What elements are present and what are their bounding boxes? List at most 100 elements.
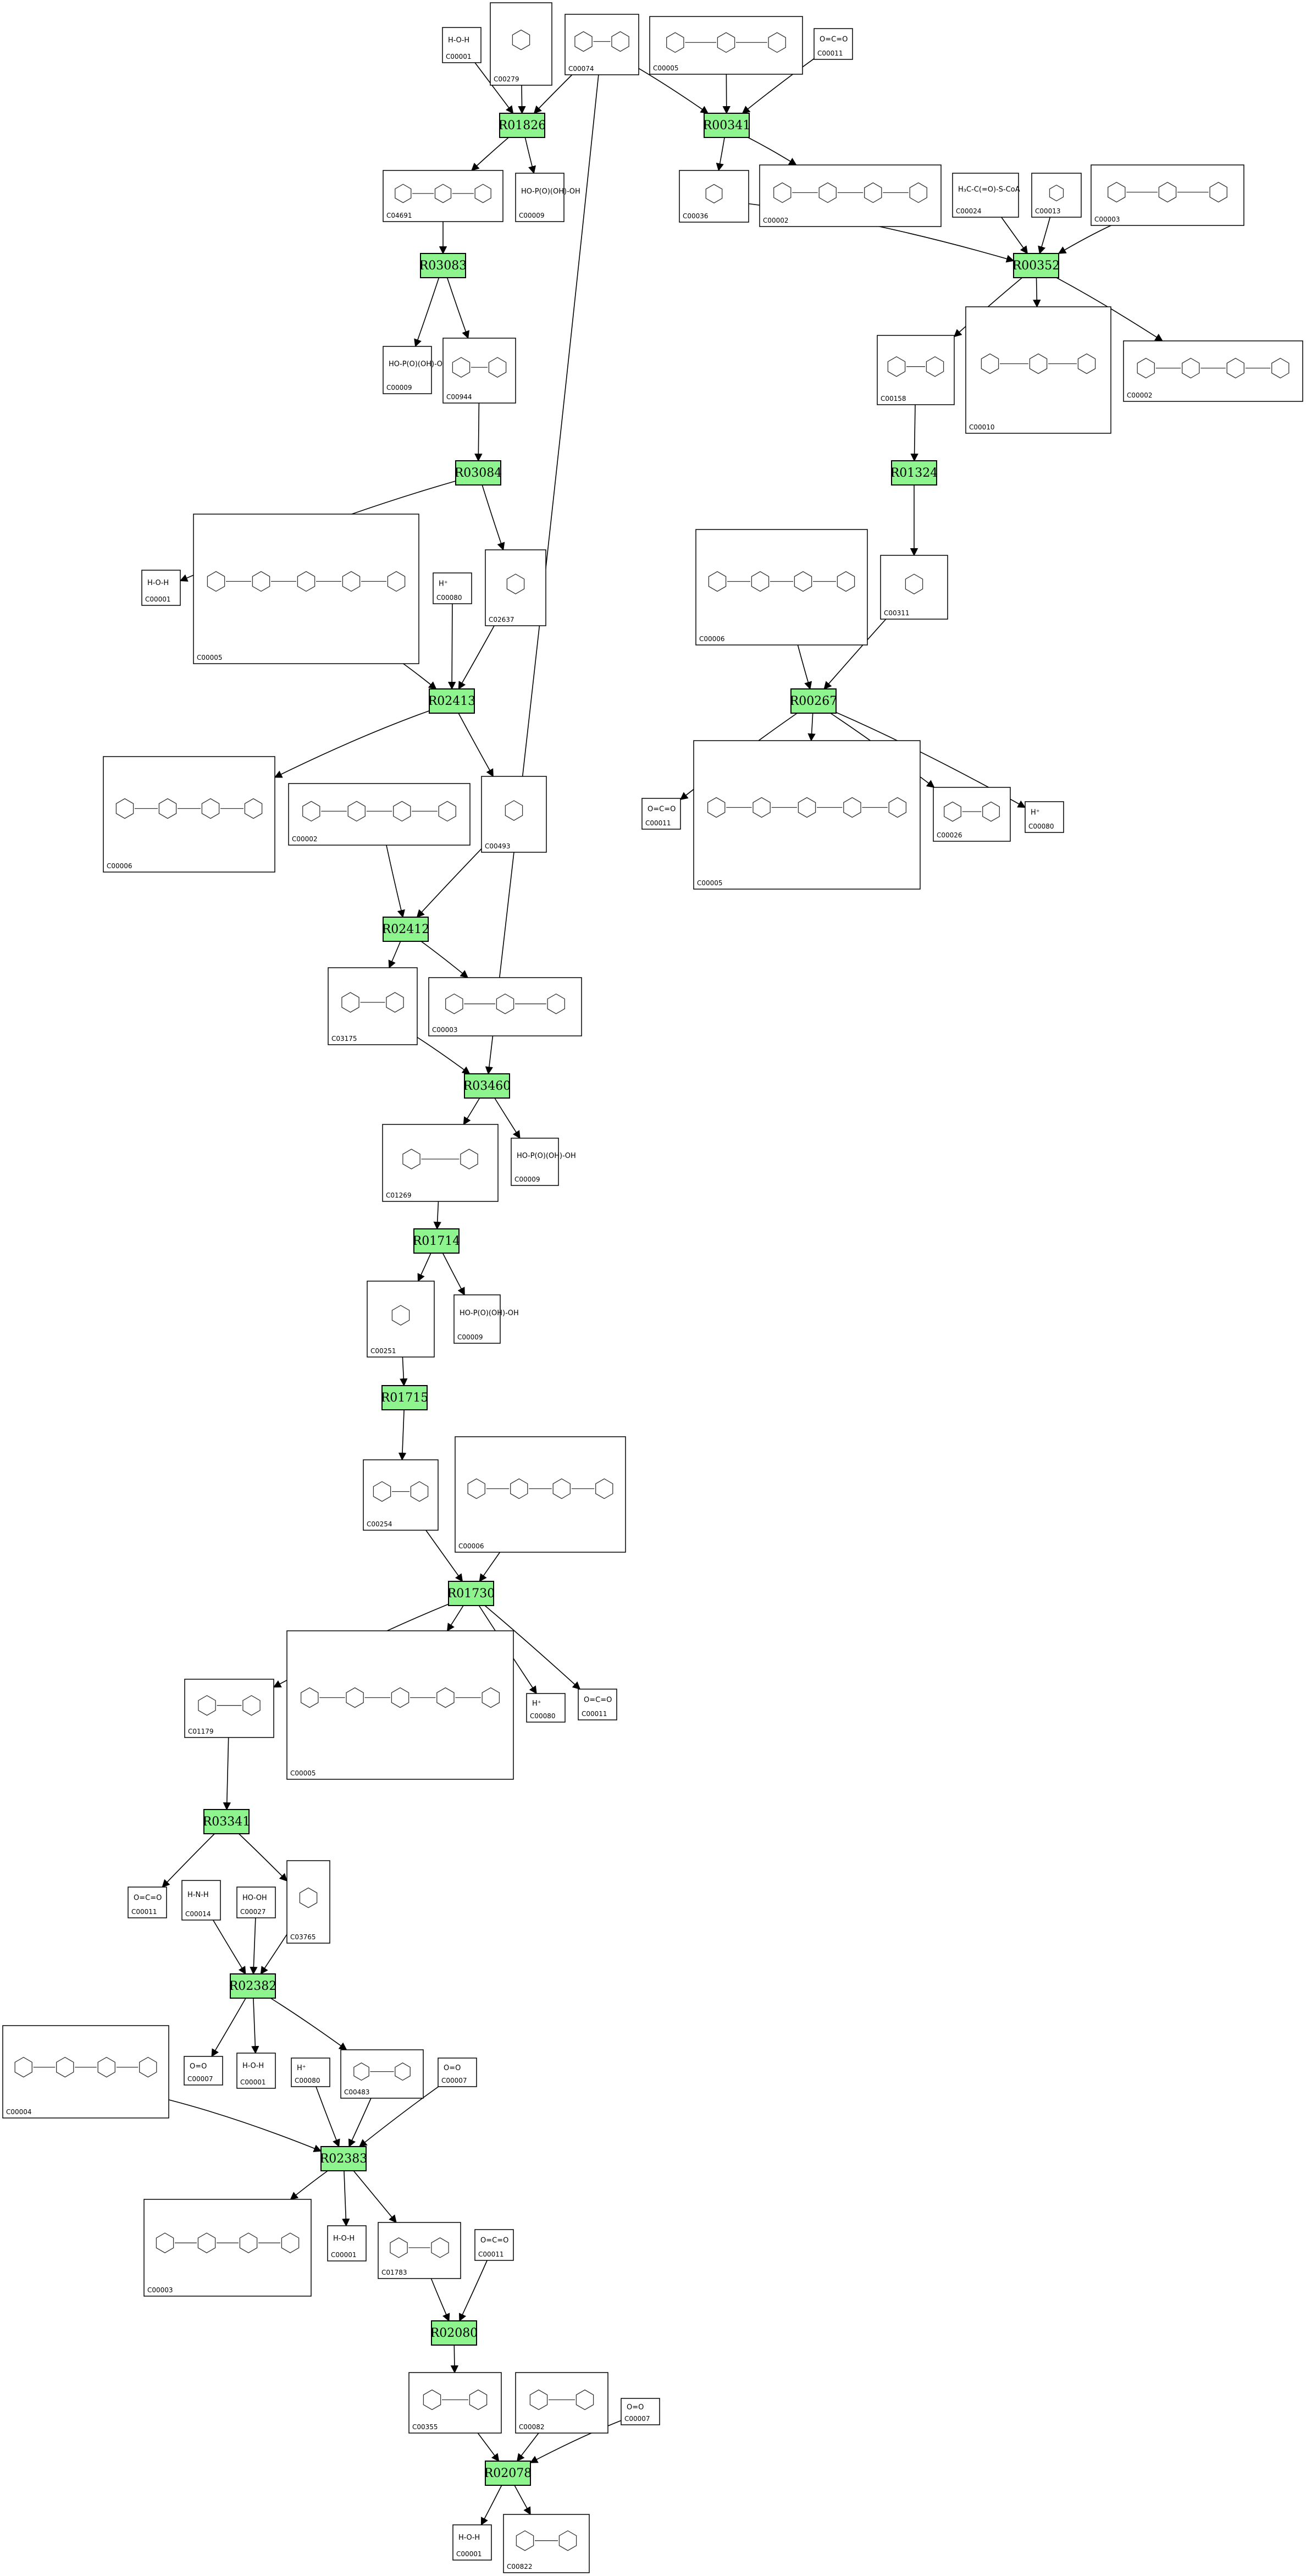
reaction-node[interactable]: R02382 (229, 1973, 277, 1999)
compound-node[interactable]: C00002 (759, 164, 942, 227)
compound-node[interactable]: C00254 (363, 1459, 439, 1531)
ring-glyph (300, 1687, 319, 1708)
compound-node[interactable]: C00493 (481, 776, 547, 853)
compound-node[interactable]: C00003 (428, 977, 582, 1036)
compound-label: C01179 (188, 1728, 214, 1735)
reaction-node[interactable]: R02413 (428, 688, 476, 714)
compound-node[interactable]: C00003 (143, 2199, 312, 2297)
compound-node[interactable]: C00311 (880, 555, 948, 620)
compound-node[interactable]: H⁺C00080 (291, 2058, 330, 2087)
ring-glyph (558, 2530, 577, 2551)
reaction-node[interactable]: R00352 (1012, 253, 1060, 278)
compound-node[interactable]: H⁺C00080 (526, 1693, 566, 1723)
reaction-node[interactable]: R03341 (203, 1809, 251, 1834)
compound-node[interactable]: C00003 (1091, 164, 1244, 226)
compound-box (143, 2199, 312, 2297)
reaction-edge (479, 1552, 501, 1582)
compound-node[interactable]: C00010 (965, 306, 1111, 434)
reaction-node[interactable]: R01730 (447, 1581, 495, 1606)
compound-node[interactable]: C00036 (679, 170, 749, 223)
compound-box (526, 1693, 566, 1723)
reaction-node[interactable]: R02412 (382, 917, 430, 942)
compound-node[interactable]: C04691 (383, 170, 503, 222)
compound-node[interactable]: C03175 (328, 967, 418, 1045)
compound-node[interactable]: C00005 (286, 1630, 514, 1780)
compound-node[interactable]: C00251 (367, 1281, 435, 1358)
reaction-node[interactable]: R02078 (484, 2461, 532, 2486)
reaction-node[interactable]: R02080 (430, 2320, 478, 2346)
ring-glyph (373, 1481, 391, 1502)
reaction-node[interactable]: R00267 (790, 688, 838, 714)
compound-node[interactable]: C01179 (184, 1679, 274, 1738)
reaction-node[interactable]: R02383 (320, 2146, 368, 2171)
compound-node[interactable]: C00005 (649, 16, 803, 75)
reaction-label: R01730 (447, 1587, 495, 1601)
compound-node[interactable]: C00006 (695, 529, 868, 646)
compound-box (453, 1294, 501, 1344)
compound-node[interactable]: C00082 (515, 2372, 608, 2434)
compound-node[interactable]: C00355 (408, 2372, 502, 2434)
compound-node[interactable]: C00074 (565, 14, 639, 75)
compound-node[interactable]: C00006 (455, 1436, 626, 1553)
reaction-edge (516, 2432, 539, 2462)
compound-node[interactable]: C00006 (103, 756, 275, 873)
ring-glyph (474, 184, 491, 203)
compound-node[interactable]: C00005 (693, 740, 921, 890)
reaction-node[interactable]: R01324 (890, 460, 938, 486)
compound-node[interactable]: C00158 (877, 335, 955, 405)
compound-node[interactable]: C00822 (503, 2514, 590, 2573)
compound-node[interactable]: C01783 (378, 2222, 461, 2279)
reaction-node[interactable]: R01826 (499, 113, 546, 138)
compound-node[interactable]: C00483 (340, 2049, 424, 2099)
compound-node[interactable]: C00279 (490, 2, 552, 86)
compound-node[interactable]: C03765 (286, 1860, 330, 1944)
compound-node[interactable]: C00002 (288, 783, 471, 846)
ring-glyph (438, 801, 456, 822)
compound-node[interactable]: C00002 (1123, 340, 1303, 402)
reaction-node[interactable]: R03460 (463, 1073, 511, 1099)
compound-label: C02637 (489, 616, 514, 624)
compound-node[interactable]: C00005 (193, 514, 419, 664)
reaction-node[interactable]: R01715 (381, 1385, 429, 1410)
compound-node[interactable]: H⁺C00080 (1025, 801, 1064, 833)
reaction-node[interactable]: R03083 (419, 253, 467, 278)
ring-glyph (708, 571, 727, 592)
ring-glyph (887, 356, 906, 377)
compound-node[interactable]: H⁺C00080 (433, 572, 472, 604)
reaction-node[interactable]: R01714 (413, 1228, 461, 1254)
compound-node[interactable]: C00944 (442, 338, 516, 404)
compound-node[interactable]: C00013 (1031, 173, 1082, 218)
reaction-box (891, 460, 937, 486)
compound-node[interactable]: C01269 (382, 1124, 499, 1202)
reaction-node[interactable]: R03084 (455, 460, 502, 486)
reaction-box (464, 1073, 510, 1099)
compound-node[interactable]: C02637 (485, 549, 546, 626)
reaction-node[interactable]: R00341 (703, 113, 751, 138)
compound-formula: H‑O‑H (448, 36, 469, 45)
compound-node[interactable]: C00026 (933, 787, 1011, 842)
compound-node[interactable]: C00004 (2, 2025, 169, 2119)
compound-label: C00944 (446, 393, 472, 401)
compound-label: C00355 (412, 2423, 438, 2431)
